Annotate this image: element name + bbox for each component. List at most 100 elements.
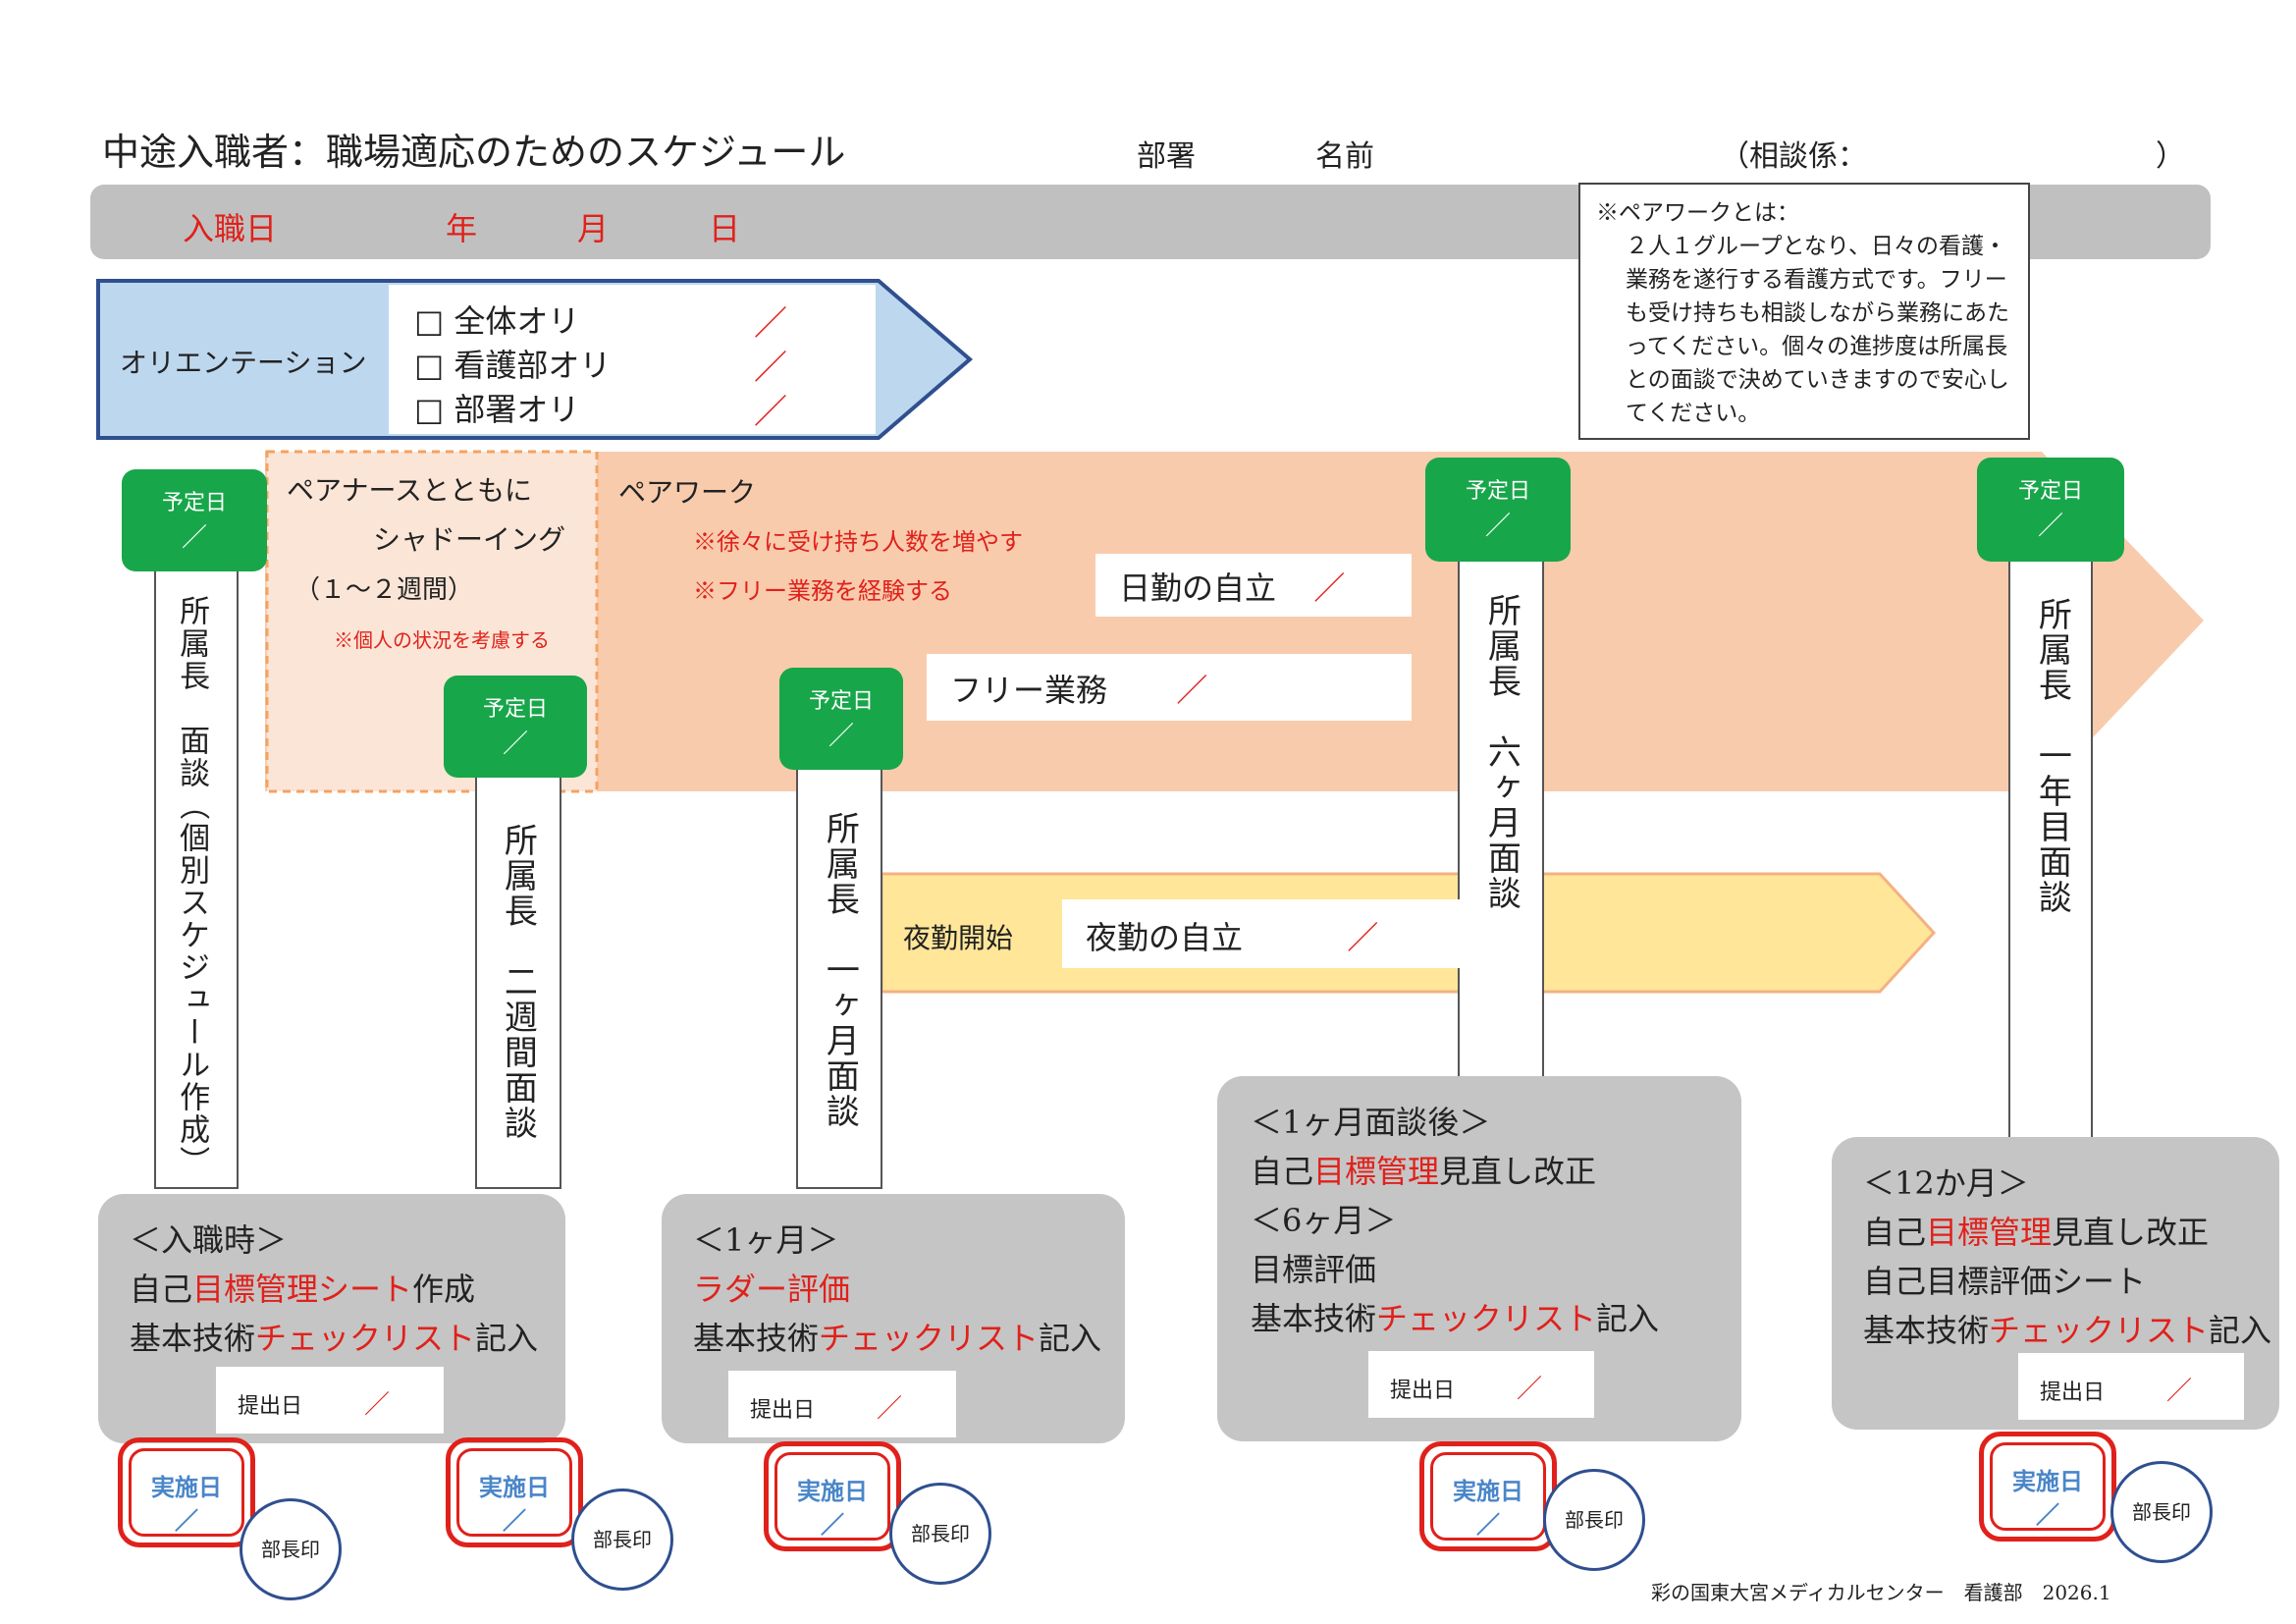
free-work-label: フリー業務 (950, 672, 1108, 709)
done-date-stamp: 実施日 ／ (446, 1437, 583, 1547)
month1-line2-a: 基本技術 (693, 1320, 820, 1357)
night-independence-label: 夜勤の自立 (1086, 919, 1244, 956)
pairwork-title: ペアワーク (618, 476, 757, 509)
month6-line2: 目標評価 (1251, 1251, 1377, 1288)
done-date-slash: ／ (821, 1509, 844, 1539)
month6-line3-c: 記入 (1596, 1300, 1660, 1337)
submit-date-box: 提出日 ／ (1368, 1351, 1594, 1418)
scheduled-date-tag: 予定日 ／ (779, 668, 903, 770)
submit-date-box: 提出日 ／ (216, 1367, 444, 1434)
submit-date-slash: ／ (877, 1394, 903, 1424)
done-date-stamp: 実施日 ／ (1979, 1432, 2116, 1542)
submit-date-box: 提出日 ／ (728, 1371, 956, 1437)
scheduled-date-label: 予定日 (482, 697, 548, 722)
scheduled-date-slash: ／ (181, 523, 207, 553)
month1-line2-c: 記入 (1039, 1320, 1102, 1357)
pair-note-box: ※ペアワークとは： ２人１グループとなり、日々の看護・業務を遂行する看護方式です… (1578, 183, 2030, 440)
pairwork-arrow (265, 452, 2204, 791)
entry-line1-a: 自己 (130, 1271, 193, 1308)
submit-date-label: 提出日 (750, 1398, 816, 1423)
done-date-slash: ／ (175, 1505, 198, 1535)
entry-line1-c: 作成 (412, 1271, 476, 1308)
month1-line2-b: チェックリスト (819, 1320, 1040, 1357)
interview-6months: 所属長 六ヶ月面談 (1481, 593, 1522, 911)
month12-line1-c: 見直し改正 (2052, 1214, 2210, 1251)
month6-line1-b: 目標管理 (1313, 1153, 1440, 1190)
done-date-label: 実施日 (479, 1473, 550, 1501)
entry-line2-c: 記入 (475, 1320, 539, 1357)
month12-line3-c: 記入 (2209, 1312, 2272, 1349)
entry-heading: ＜入職時＞ (130, 1221, 288, 1259)
pair-note-title: ※ペアワークとは： (1596, 200, 1799, 226)
shadowing-line2: シャドーイング (373, 523, 566, 556)
free-work-box: フリー業務 ／ (927, 654, 1412, 721)
submit-date-box: 提出日 ／ (2018, 1353, 2244, 1420)
month6-line3-a: 基本技術 (1251, 1300, 1377, 1337)
month6-heading2: ＜6ヶ月＞ (1251, 1202, 1397, 1239)
day-independence-box: 日勤の自立 ／ (1095, 554, 1412, 617)
scheduled-date-slash: ／ (2037, 512, 2063, 541)
director-seal: 部長印 (889, 1483, 991, 1585)
month12-heading: ＜12か月＞ (1863, 1164, 2029, 1202)
interview-2weeks: 所属長 二週間面談 (498, 823, 538, 1141)
month12-line3-a: 基本技術 (1863, 1312, 1990, 1349)
done-date-stamp: 実施日／ (764, 1441, 901, 1551)
submit-date-label: 提出日 (2040, 1380, 2106, 1405)
pairwork-note1: ※徐々に受け持ち人数を増やす (693, 528, 1023, 556)
scheduled-date-label: 予定日 (808, 689, 874, 714)
scheduled-date-label: 予定日 (2017, 479, 2083, 504)
month12-line2: 自己目標評価シート (1863, 1263, 2147, 1300)
done-date-stamp: 実施日 ／ (1419, 1441, 1557, 1551)
orientation-item: □ 部署オリ (414, 391, 580, 428)
consult-close: ） (2156, 139, 2185, 174)
month-label: 月 (577, 210, 610, 247)
entry-line1-b: 目標管理シート (192, 1271, 413, 1308)
pairwork-note2: ※フリー業務を経験する (693, 577, 952, 605)
orientation-slash: ／ (754, 304, 787, 344)
submit-date-slash: ／ (2166, 1377, 2193, 1406)
pair-note-body: ２人１グループとなり、日々の看護・業務を遂行する看護方式です。フリーも受け持ちも… (1626, 234, 2009, 426)
scheduled-date-label: 予定日 (161, 491, 227, 515)
director-seal: 部長印 (571, 1489, 673, 1591)
scheduled-date-slash: ／ (828, 722, 854, 751)
done-date-slash: ／ (1476, 1509, 1500, 1539)
scheduled-date-slash: ／ (502, 730, 528, 759)
director-seal: 部長印 (2110, 1461, 2213, 1563)
director-seal: 部長印 (1543, 1469, 1645, 1571)
scheduled-date-slash: ／ (1484, 512, 1511, 541)
orientation-slash: ／ (754, 393, 787, 432)
day-independence-label: 日勤の自立 (1119, 569, 1277, 607)
month12-line1-b: 目標管理 (1926, 1214, 2053, 1251)
consult-label: （相談係： (1720, 139, 1867, 174)
month12-line3-b: チェックリスト (1989, 1312, 2210, 1349)
orientation-item: □ 全体オリ (414, 302, 580, 340)
entry-box: ＜入職時＞ 自己目標管理シート作成 基本技術チェックリスト記入 (98, 1194, 565, 1443)
night-start-label: 夜勤開始 (903, 922, 1014, 954)
submit-date-label: 提出日 (1390, 1379, 1456, 1403)
page-title: 中途入職者：職場適応のためのスケジュール (102, 131, 846, 174)
month6-line1-a: 自己 (1251, 1153, 1314, 1190)
shadowing-line3: （１～２週間） (294, 575, 474, 605)
month1-line1: ラダー評価 (693, 1271, 851, 1308)
scheduled-date-tag: 予定日 ／ (444, 676, 587, 778)
year-label: 年 (446, 210, 478, 247)
entry-date-label: 入職日 (183, 210, 278, 247)
month6-line1-c: 見直し改正 (1439, 1153, 1597, 1190)
scheduled-date-tag: 予定日 ／ (1977, 458, 2124, 562)
submit-date-slash: ／ (364, 1390, 391, 1420)
orientation-slash: ／ (754, 349, 787, 388)
free-work-slash: ／ (1176, 672, 1208, 709)
done-date-slash: ／ (503, 1505, 526, 1535)
director-seal: 部長印 (240, 1498, 342, 1600)
done-date-slash: ／ (2036, 1499, 2059, 1529)
done-date-label: 実施日 (2012, 1467, 2083, 1495)
orientation-item: □ 看護部オリ (414, 347, 612, 384)
interview-1month: 所属長 一ヶ月面談 (820, 811, 860, 1129)
interview-entry: 所属長 面談（個別スケジュール作成） (174, 595, 210, 1178)
submit-date-slash: ／ (1517, 1375, 1543, 1404)
interview-1year: 所属長 一年目面談 (2032, 597, 2072, 915)
done-date-label: 実施日 (1453, 1477, 1523, 1505)
name-label: 名前 (1315, 139, 1374, 174)
orientation-label: オリエンテーション (120, 347, 367, 379)
scheduled-date-tag: 予定日 ／ (122, 469, 267, 571)
